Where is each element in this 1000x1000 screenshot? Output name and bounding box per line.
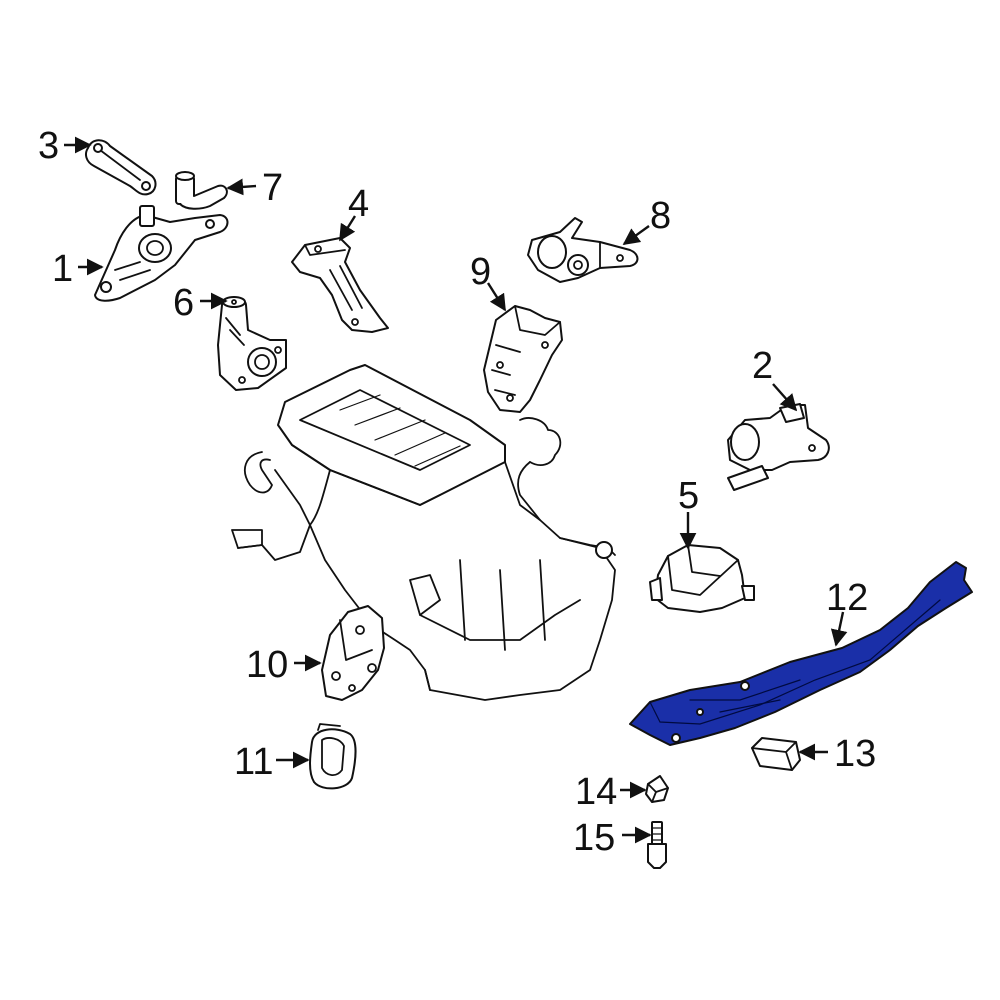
callout-7: 7 xyxy=(262,167,283,209)
arrow-12 xyxy=(830,611,848,647)
callout-4: 4 xyxy=(348,183,369,225)
callout-15: 15 xyxy=(573,817,615,859)
part-4-bracket xyxy=(291,237,389,333)
callout-9: 9 xyxy=(470,251,491,293)
callout-2: 2 xyxy=(752,345,773,387)
callout-10: 10 xyxy=(246,644,288,686)
part-6-bracket xyxy=(217,296,287,391)
part-11-insulator xyxy=(309,723,357,790)
part-9-bracket xyxy=(483,305,563,413)
part-13-stopper xyxy=(751,737,801,771)
callout-12: 12 xyxy=(826,577,868,619)
callout-labels: 3 7 1 6 4 8 9 2 5 10 11 12 13 14 15 xyxy=(38,125,876,859)
arrow-4 xyxy=(338,215,357,242)
part-3-bracket xyxy=(85,139,157,196)
callout-5: 5 xyxy=(678,475,699,517)
callout-1: 1 xyxy=(52,248,73,290)
callout-14: 14 xyxy=(575,771,617,813)
part-7-mount-stud xyxy=(175,171,228,210)
callout-8: 8 xyxy=(650,195,671,237)
part-2-engine-mount xyxy=(727,403,830,491)
engine-block-outline xyxy=(231,364,616,701)
callout-13: 13 xyxy=(834,733,876,775)
callout-3: 3 xyxy=(38,125,59,167)
part-14-nut xyxy=(645,775,669,803)
callout-11: 11 xyxy=(234,741,273,783)
part-1-engine-mount xyxy=(94,205,229,302)
arrow-8 xyxy=(622,225,650,245)
part-15-bolt xyxy=(647,821,667,869)
arrow-7 xyxy=(226,178,257,196)
part-5-insulator xyxy=(649,544,755,613)
callout-6: 6 xyxy=(173,282,194,324)
arrow-2 xyxy=(772,383,798,412)
part-12-fill xyxy=(629,561,973,746)
callout-arrows xyxy=(64,136,848,844)
arrow-9 xyxy=(486,282,507,312)
part-12-crossmember xyxy=(629,561,973,746)
part-8-engine-mount xyxy=(527,217,639,283)
part-10-bracket xyxy=(321,605,385,701)
